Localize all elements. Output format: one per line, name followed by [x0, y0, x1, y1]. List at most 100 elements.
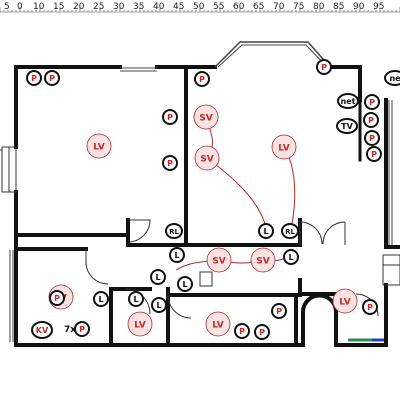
relay-symbol	[281, 223, 299, 239]
door-swing-lower-left	[85, 249, 109, 285]
outlet-label: P	[276, 307, 282, 316]
right-box	[382, 254, 400, 266]
switch-symbol	[151, 297, 167, 313]
ruler-label: 90	[353, 2, 365, 12]
outlet-label: P	[49, 74, 55, 83]
switch-symbol	[150, 269, 166, 285]
light-fixture	[86, 133, 112, 159]
outlet-label: P	[367, 303, 373, 312]
switch-label: L	[288, 253, 293, 262]
outlet-symbol	[362, 299, 378, 315]
light-label: SV	[199, 114, 212, 124]
light-fixture	[193, 104, 219, 130]
kv-label: KV	[36, 326, 49, 335]
switch-label: L	[263, 227, 268, 236]
outlet-symbol	[162, 155, 178, 171]
switch-label: L	[98, 295, 103, 304]
ruler-label: 20	[73, 2, 85, 12]
outlet-label: P	[369, 134, 375, 143]
light-fixture	[194, 145, 220, 171]
light-fixture	[332, 288, 358, 314]
outlet-symbol	[271, 303, 287, 319]
curved-wall	[301, 293, 338, 345]
light-fixture	[127, 311, 153, 337]
ruler-label: 65	[253, 2, 264, 12]
outlet-symbol	[254, 324, 270, 340]
tv-symbol	[336, 118, 358, 134]
light-label: SV	[212, 257, 225, 267]
ruler-label: 75	[293, 2, 304, 12]
net-wide-label: ne	[389, 74, 400, 83]
ruler-label: 15	[53, 2, 64, 12]
outlet-symbol	[44, 70, 60, 86]
wall-corridor-top	[126, 218, 302, 247]
switch-symbol	[258, 223, 274, 239]
light-fixture	[271, 134, 297, 160]
ruler-label: 35	[133, 2, 144, 12]
outlet-symbol	[74, 321, 90, 337]
ruler-ticks	[0, 7, 400, 12]
outlet-symbol	[363, 112, 379, 128]
light-label: LV	[93, 143, 104, 153]
wall-kitchen-top	[166, 293, 298, 347]
net-wide-symbol	[384, 70, 400, 86]
ruler-label: 25	[93, 2, 104, 12]
ruler-label: 30	[113, 2, 125, 12]
wire-lv-switch	[283, 146, 296, 230]
electrical-symbols: LVSVSVLVSVSVLVLVLVLVPPPPPPPPPPPPPPPPLLLL…	[26, 59, 400, 340]
light-label: LV	[278, 144, 289, 154]
walls	[14, 65, 400, 347]
switch-label: L	[182, 280, 187, 289]
ruler-label: 80	[313, 2, 325, 12]
ruler-label: 10	[33, 2, 45, 12]
light-label: SV	[200, 155, 213, 165]
ruler-label: 45	[173, 2, 184, 12]
outlet-label: P	[368, 116, 374, 125]
outlet-symbol	[162, 109, 178, 125]
net-label: net	[341, 97, 356, 106]
wire-sv2-switch	[206, 157, 267, 229]
outlet-label: P	[259, 328, 265, 337]
outlet-symbol	[316, 59, 332, 75]
outlet-label: P	[79, 325, 85, 334]
outlet-label: P	[31, 74, 37, 83]
ruler-label: 55	[213, 2, 224, 12]
ruler-label: 70	[273, 2, 285, 12]
outlet-label: P	[167, 113, 173, 122]
door-swing-entry-left	[299, 220, 323, 245]
outlet-symbol	[234, 323, 250, 339]
outlet-symbol	[366, 146, 382, 162]
ruler-label: 60	[233, 2, 245, 12]
outlet-label: P	[167, 159, 173, 168]
relay-label: RL	[285, 228, 295, 236]
light-fixture	[206, 247, 232, 273]
door-swing-corridor	[127, 219, 151, 243]
ruler-label: 85	[333, 2, 344, 12]
outlet-label: P	[239, 327, 245, 336]
switch-symbol	[169, 247, 185, 263]
light-fixture	[205, 311, 231, 337]
tv-label: TV	[341, 122, 353, 131]
light-fixture	[250, 247, 276, 273]
switch-symbol	[128, 291, 144, 307]
door-swing-kitchen	[167, 294, 192, 319]
switch-label: L	[174, 251, 179, 260]
ruler-label: 0	[17, 2, 23, 12]
light-label: LV	[134, 321, 145, 331]
switch-label: L	[156, 301, 161, 310]
outlet-symbol	[364, 130, 380, 146]
switch-symbol	[177, 276, 193, 292]
door-swing-entry-right	[322, 221, 346, 245]
outlet-label: P	[54, 294, 60, 303]
outlet-label: P	[371, 150, 377, 159]
outlet-symbol	[26, 70, 42, 86]
net-symbol	[337, 93, 359, 109]
outlet-label: P	[321, 63, 327, 72]
ruler-label: 5	[4, 2, 10, 12]
outlet-symbol	[364, 94, 380, 110]
outlet-multiplier-label: 7x	[64, 325, 76, 335]
wall-top-right	[328, 65, 362, 102]
balcony-door	[0, 146, 17, 193]
light-label: LV	[339, 298, 350, 308]
